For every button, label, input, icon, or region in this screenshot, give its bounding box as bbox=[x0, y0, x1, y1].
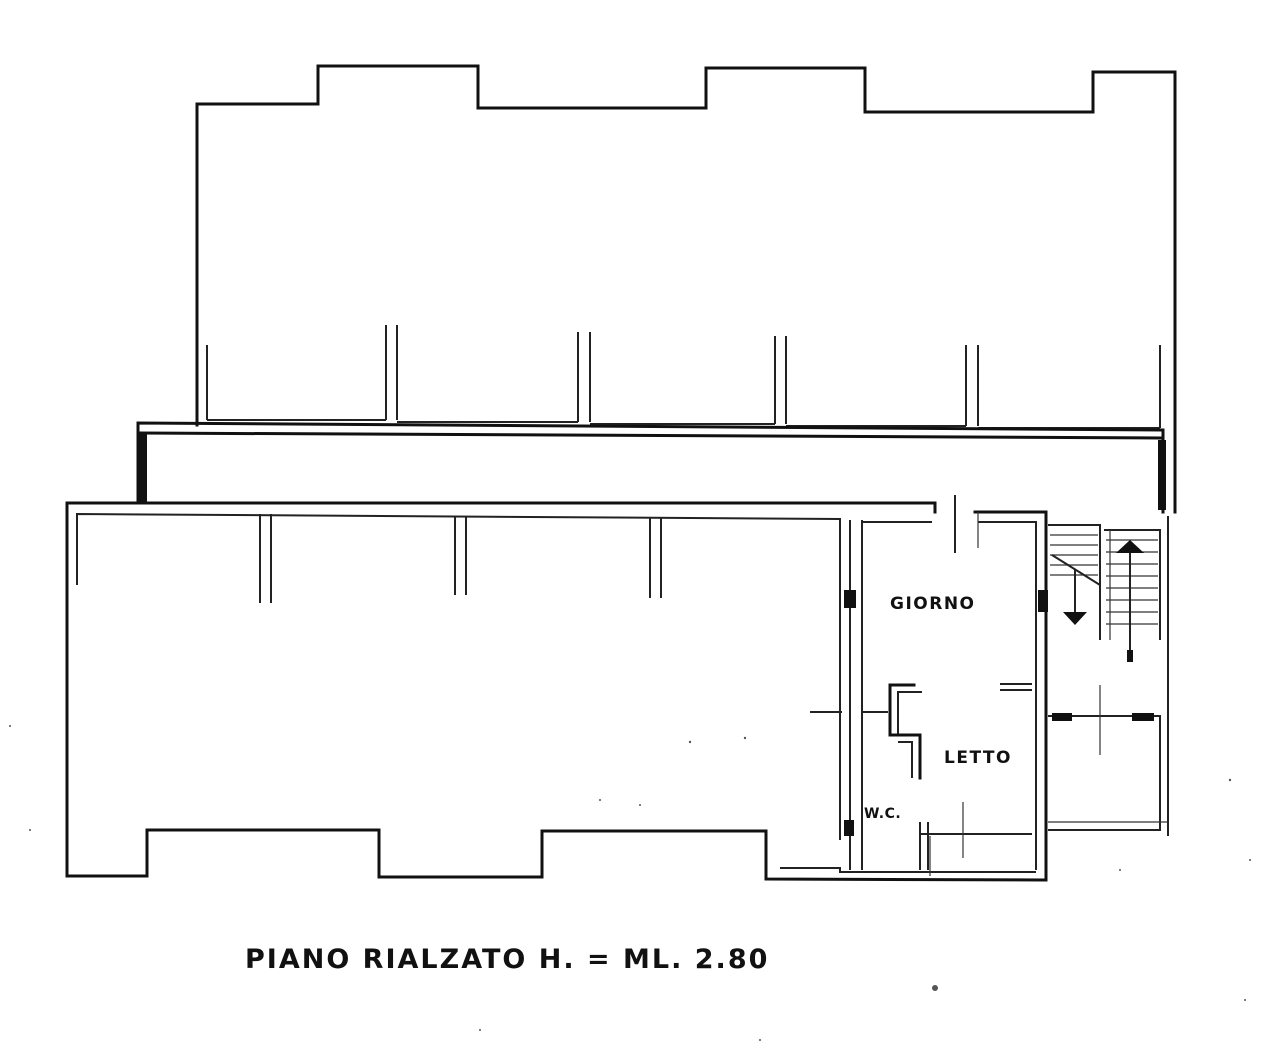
arrow-up-icon bbox=[1116, 540, 1144, 553]
upper-block bbox=[195, 64, 1177, 514]
room-label-wc: W.C. bbox=[864, 806, 901, 822]
apartment-unit bbox=[810, 495, 1048, 876]
stair bbox=[1048, 516, 1169, 836]
upper-block-outline bbox=[195, 64, 1177, 514]
stair-treads bbox=[1050, 530, 1158, 640]
lower-partitions bbox=[259, 514, 863, 870]
plan-title: PIANO RIALZATO H. = ML. 2.80 bbox=[245, 944, 769, 975]
upper-partitions bbox=[206, 325, 1161, 429]
lower-block bbox=[65, 501, 1048, 882]
scan-noise bbox=[9, 725, 1251, 1041]
lower-block-outline bbox=[65, 501, 1048, 882]
room-label-giorno: GIORNO bbox=[890, 594, 976, 614]
corridor bbox=[136, 421, 1166, 514]
room-label-letto: LETTO bbox=[944, 748, 1012, 768]
arrow-down-icon bbox=[1063, 612, 1087, 625]
